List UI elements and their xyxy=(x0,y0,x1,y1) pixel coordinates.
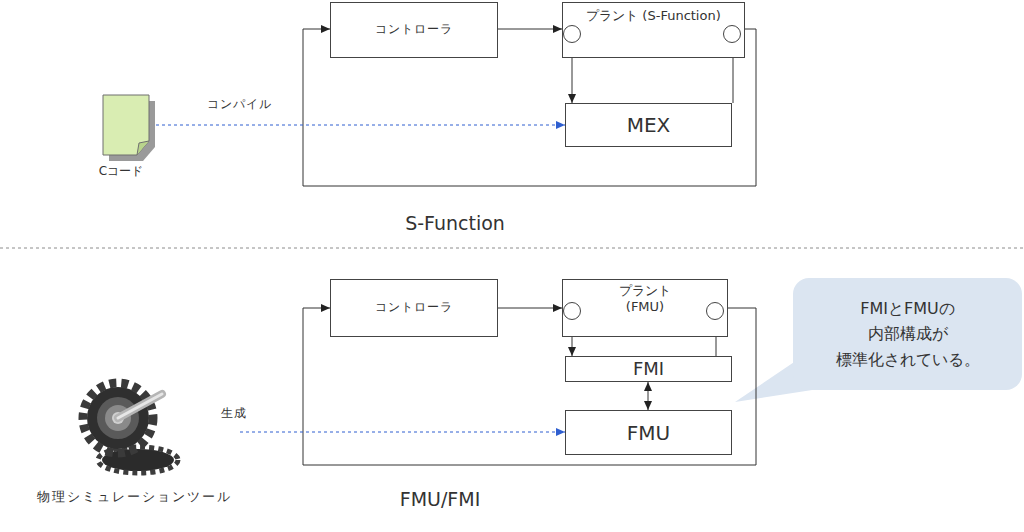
port-circle xyxy=(706,302,724,320)
signal-arrow xyxy=(498,29,562,30)
plant-box: プラント (S-Function) xyxy=(562,2,745,58)
dashed-arrow xyxy=(156,125,565,126)
node-text: Cコード xyxy=(99,164,143,180)
node-text: MEX xyxy=(627,112,671,138)
node-text: プラント (S-Function) xyxy=(586,8,721,25)
callout-bubble: FMIとFMUの 内部構成が 標準化されている。 xyxy=(793,278,1022,390)
fmu-box: FMU xyxy=(565,410,732,455)
plant-box: プラント (FMU) xyxy=(562,279,728,337)
fmi-box: FMI xyxy=(565,356,732,382)
node-text: FMU xyxy=(627,420,670,446)
gear-icon xyxy=(83,383,178,473)
section-separator xyxy=(0,248,1024,249)
code-file: Cコード xyxy=(86,92,156,180)
mex-box: MEX xyxy=(565,103,732,147)
signal-arrow xyxy=(648,382,649,410)
port-circle xyxy=(723,25,741,43)
node-text: FMI xyxy=(633,358,664,380)
node-text: コントローラ xyxy=(375,300,453,316)
node-text: FMIとFMUの 内部構成が 標準化されている。 xyxy=(825,296,990,373)
edge-label: コンパイル xyxy=(207,96,272,113)
section-caption: S-Function xyxy=(405,212,505,234)
tool-icon: 物理シミュレーションツール xyxy=(28,378,240,506)
port-circle xyxy=(563,25,581,43)
node-text: 物理シミュレーションツール xyxy=(37,489,232,506)
port-circle xyxy=(563,302,581,320)
document-icon xyxy=(103,95,155,161)
signal-arrow xyxy=(498,308,562,309)
node-text: コントローラ xyxy=(375,22,453,38)
section-caption: FMU/FMI xyxy=(400,488,481,510)
controller-box: コントローラ xyxy=(330,279,498,337)
controller-box: コントローラ xyxy=(330,2,498,58)
edge-label: 生成 xyxy=(221,405,247,422)
dashed-arrow xyxy=(240,432,565,433)
node-text: プラント (FMU) xyxy=(605,283,685,316)
